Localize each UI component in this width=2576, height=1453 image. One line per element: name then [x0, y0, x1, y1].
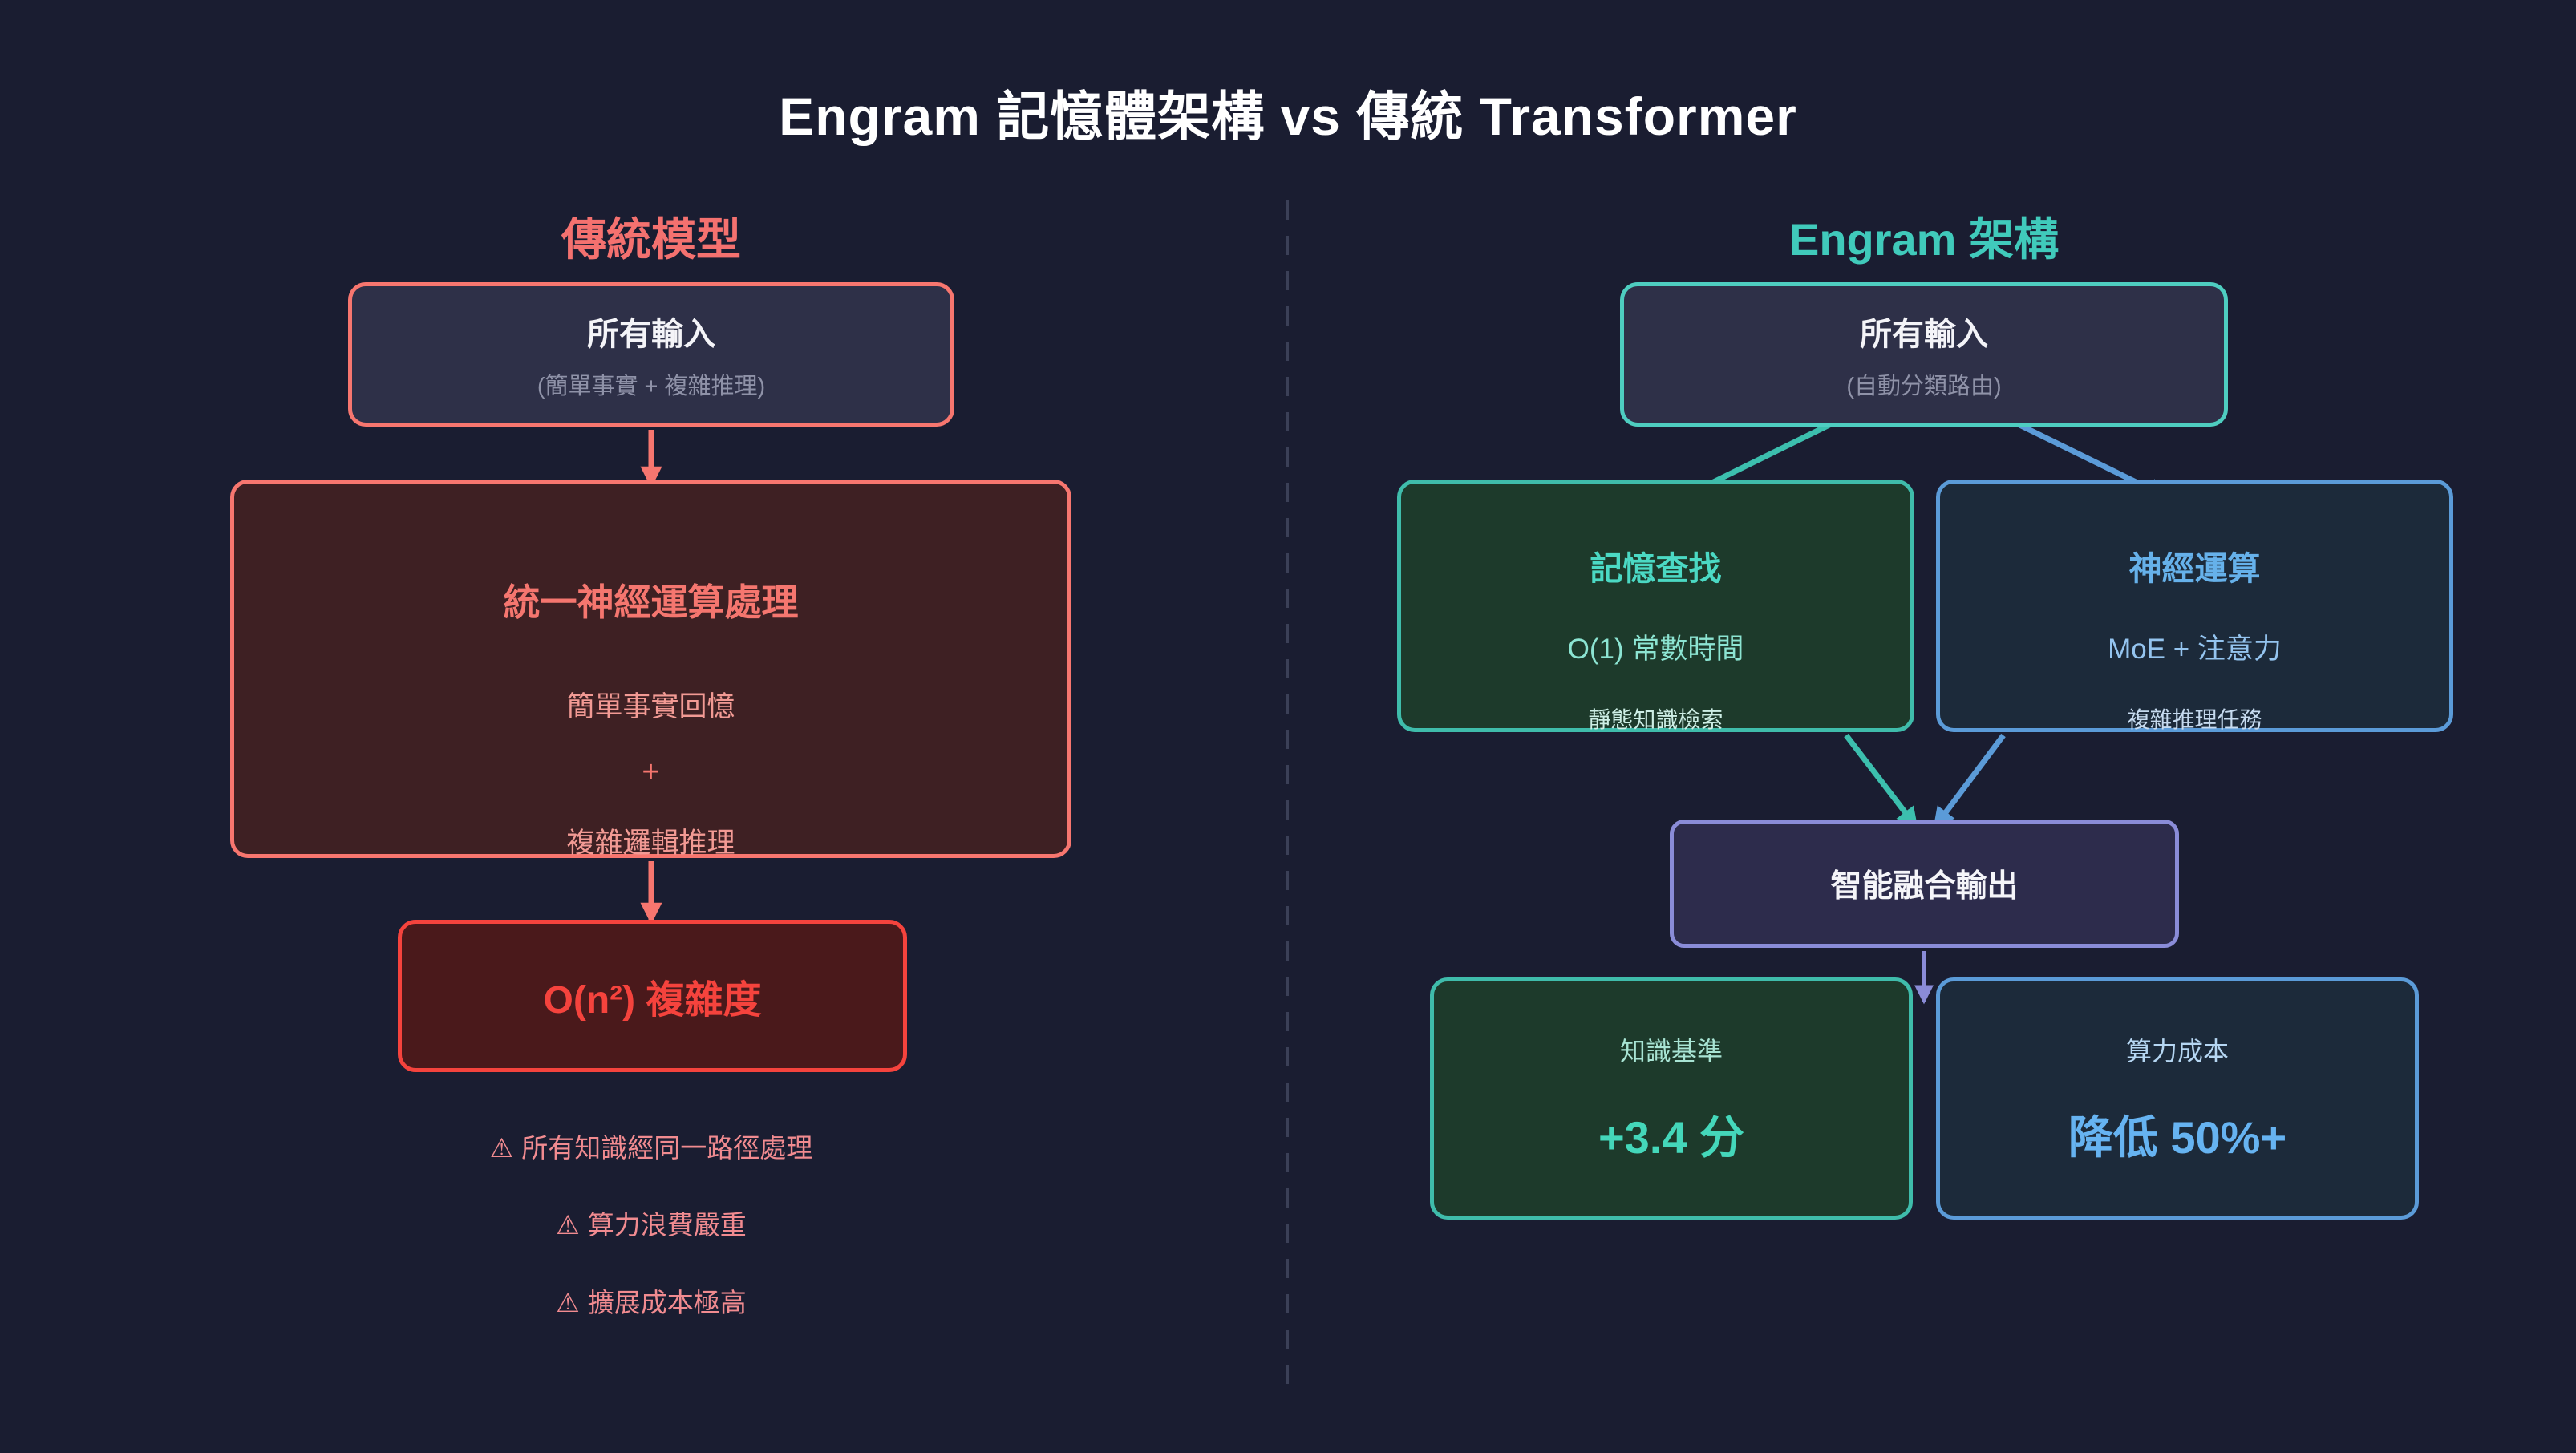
- right-input-title: 所有輸入: [1860, 317, 1988, 352]
- warning-item: ⚠所有知識經同一路徑處理: [230, 1127, 1072, 1165]
- knowledge-benchmark-box: 知識基準 +3.4 分: [1430, 977, 1913, 1220]
- compute-cost-box: 算力成本 降低 50%+: [1936, 977, 2419, 1220]
- column-divider-dashed-line: [1286, 200, 1289, 1395]
- memory-lookup-time: O(1) 常數時間: [1567, 633, 1744, 665]
- complexity-label: O(n²) 複雜度: [543, 979, 762, 1022]
- fusion-output-box: 智能融合輸出: [1670, 820, 2179, 948]
- left-input-title: 所有輸入: [587, 317, 715, 352]
- unified-processing-box: 統一神經運算處理 簡單事實回憶 + 複雜邏輯推理: [230, 480, 1071, 859]
- process-item-complex-reasoning: 複雜邏輯推理: [566, 828, 735, 859]
- left-input-box: 所有輸入 (簡單事實 + 複雜推理): [348, 282, 954, 427]
- page-title: Engram 記憶體架構 vs 傳統 Transformer: [779, 87, 1797, 146]
- warning-text: 擴展成本極高: [587, 1288, 747, 1317]
- left-column-header: 傳統模型: [561, 214, 741, 265]
- neural-compute-title: 神經運算: [2128, 550, 2261, 587]
- arrow-memory-to-fusion: [1844, 733, 1919, 830]
- unified-processing-title: 統一神經運算處理: [503, 581, 799, 623]
- neural-compute-method: MoE + 注意力: [2108, 633, 2282, 665]
- knowledge-benchmark-label: 知識基準: [1619, 1036, 1723, 1066]
- knowledge-benchmark-value: +3.4 分: [1598, 1111, 1745, 1163]
- right-column-header: Engram 架構: [1788, 214, 2060, 265]
- neural-compute-box: 神經運算 MoE + 注意力 複雜推理任務: [1936, 480, 2453, 732]
- compute-cost-value: 降低 50%+: [2068, 1111, 2287, 1163]
- neural-compute-desc: 複雜推理任務: [2127, 707, 2262, 732]
- process-item-simple-recall: 簡單事實回憶: [566, 691, 735, 722]
- right-input-subtitle: (自動分類路由): [1846, 374, 2002, 399]
- warning-item: ⚠擴展成本極高: [230, 1281, 1072, 1320]
- memory-lookup-desc: 靜態知識檢索: [1588, 707, 1723, 732]
- fusion-output-title: 智能融合輸出: [1830, 869, 2019, 904]
- warning-text: 算力浪費嚴重: [587, 1210, 747, 1240]
- warning-item: ⚠算力浪費嚴重: [230, 1204, 1072, 1242]
- left-input-subtitle: (簡單事實 + 複雜推理): [537, 374, 766, 399]
- warning-icon: ⚠: [556, 1288, 580, 1317]
- warning-text: 所有知識經同一路徑處理: [521, 1133, 813, 1163]
- process-plus-sign: +: [642, 755, 660, 789]
- warning-icon: ⚠: [556, 1210, 580, 1240]
- warning-icon: ⚠: [489, 1133, 514, 1163]
- arrow-neural-to-fusion: [1932, 733, 2006, 830]
- compute-cost-label: 算力成本: [2125, 1036, 2229, 1066]
- memory-lookup-box: 記憶查找 O(1) 常數時間 靜態知識檢索: [1397, 480, 1914, 732]
- memory-lookup-title: 記憶查找: [1590, 550, 1722, 587]
- complexity-box: O(n²) 複雜度: [398, 920, 907, 1072]
- right-input-box: 所有輸入 (自動分類路由): [1620, 282, 2228, 427]
